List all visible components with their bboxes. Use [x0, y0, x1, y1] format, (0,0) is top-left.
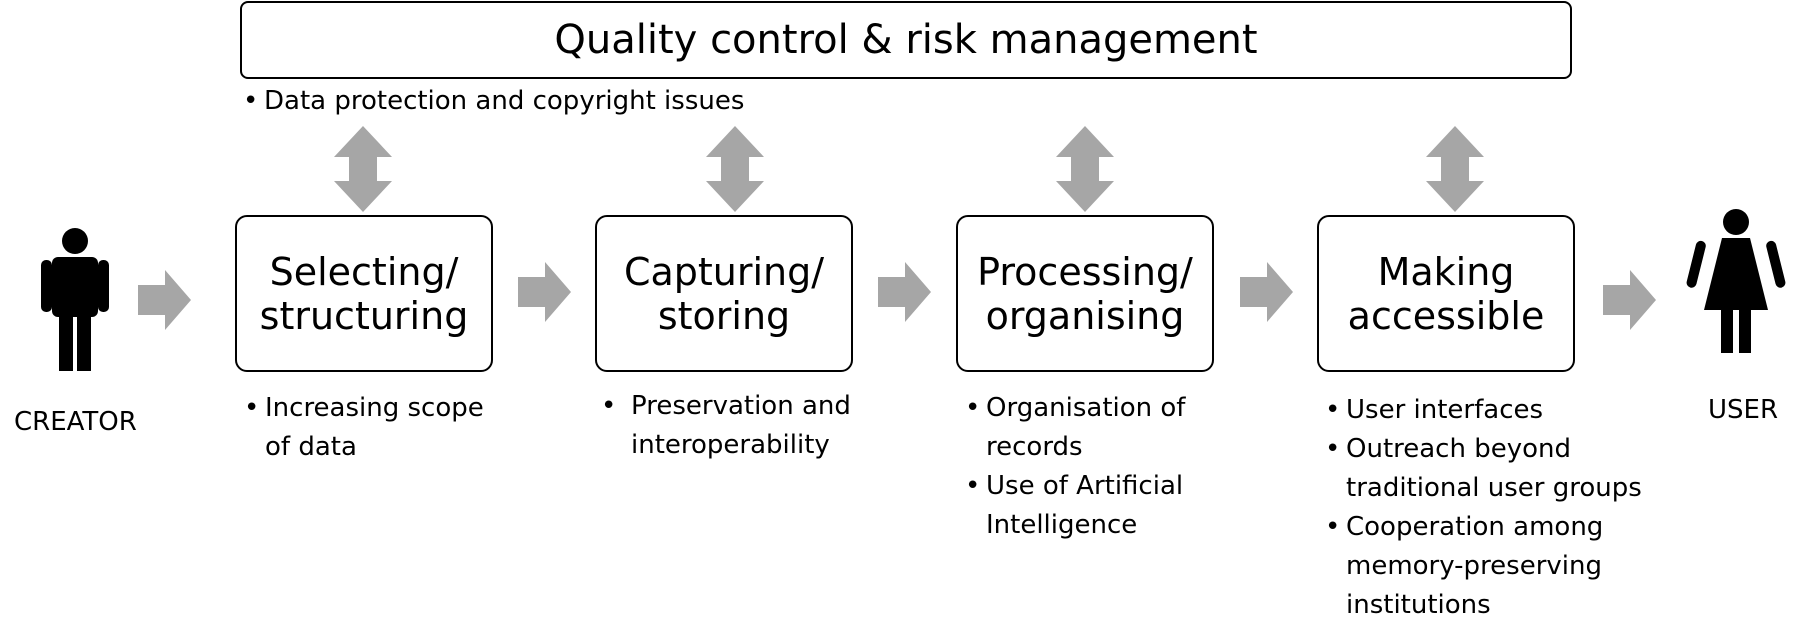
male-person-icon	[41, 228, 109, 371]
double-vertical-arrow-icon	[334, 126, 392, 212]
list-item: Outreach beyond traditional user groups	[1322, 430, 1692, 508]
stage-selecting-structuring: Selecting/ structuring	[235, 215, 493, 372]
stage-making-accessible: Making accessible	[1317, 215, 1575, 372]
double-vertical-arrow-icon	[1056, 126, 1114, 212]
double-vertical-arrow-icon	[1426, 126, 1484, 212]
stage-1-title-line1: Selecting/	[269, 249, 459, 294]
creator-label: CREATOR	[14, 407, 137, 437]
quality-control-bullets: Data protection and copyright issues	[240, 82, 940, 121]
double-vertical-arrow-icon	[706, 126, 764, 212]
stage-capturing-storing: Capturing/ storing	[595, 215, 853, 372]
right-arrow-icon	[1240, 262, 1293, 322]
female-person-icon	[1686, 209, 1786, 353]
stage-2-title-line1: Capturing/	[623, 249, 825, 294]
right-arrow-icon	[138, 270, 191, 330]
list-item: Cooperation among memory-preserving inst…	[1322, 508, 1692, 625]
quality-control-bullet: Data protection and copyright issues	[240, 82, 940, 121]
stage-4-title-line2: accessible	[1347, 293, 1545, 338]
stage-1-bullets: Increasing scope of data	[241, 389, 511, 467]
stage-1-title-line2: structuring	[259, 293, 469, 338]
stage-4-title-line1: Making	[1377, 249, 1515, 294]
list-item: User interfaces	[1322, 391, 1692, 430]
stage-4-bullets: User interfaces Outreach beyond traditio…	[1322, 391, 1692, 625]
right-arrow-icon	[878, 262, 931, 322]
quality-control-box: Quality control & risk management	[240, 1, 1572, 79]
stage-2-title-line2: storing	[657, 293, 791, 338]
stage-3-title-line2: organising	[985, 293, 1185, 338]
stage-processing-organising: Processing/ organising	[956, 215, 1214, 372]
list-item: Organisation of records	[962, 389, 1217, 467]
list-item: Preservation and interoperability	[598, 387, 888, 465]
right-arrow-icon	[1603, 270, 1656, 330]
user-label: USER	[1708, 395, 1779, 425]
list-item: Increasing scope of data	[241, 389, 511, 467]
list-item: Use of Artificial Intelligence	[962, 467, 1217, 545]
stage-3-bullets: Organisation of records Use of Artificia…	[962, 389, 1217, 545]
right-arrow-icon	[518, 262, 571, 322]
quality-control-title: Quality control & risk management	[554, 17, 1258, 63]
stage-2-bullets: Preservation and interoperability	[598, 387, 888, 465]
stage-3-title-line1: Processing/	[977, 249, 1193, 294]
